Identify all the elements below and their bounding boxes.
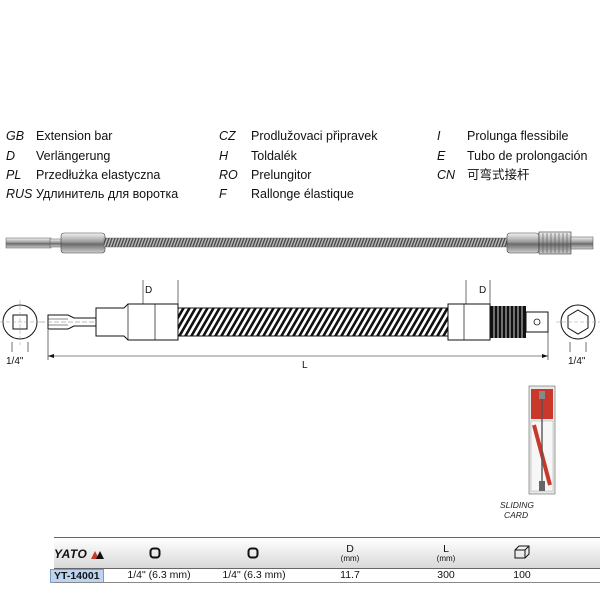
lang-text: 可弯式接杆	[467, 168, 530, 182]
header-l: L (mm)	[426, 543, 466, 563]
sliding-card-label-line1: SLIDING	[500, 500, 535, 510]
header-d-label: D	[346, 543, 354, 555]
lang-text: Tubo de prolongación	[467, 149, 588, 163]
yato-logo: YATO	[54, 547, 105, 561]
lang-code: CZ	[219, 129, 236, 143]
header-l-unit: (mm)	[436, 554, 456, 563]
lang-text: Rallonge élastique	[251, 187, 354, 201]
lang-text: Verlängerung	[36, 149, 111, 163]
lang-code: PL	[6, 168, 22, 182]
spec-table-header: YATO D (mm) L (mm)	[54, 537, 600, 569]
product-photo	[5, 231, 594, 255]
cell-qty: 100	[513, 569, 531, 581]
quarter-inch-left: 1/4"	[6, 356, 24, 367]
lang-code: E	[437, 149, 446, 163]
header-d-unit: (mm)	[340, 554, 360, 563]
sliding-card-label-line2: CARD	[504, 510, 529, 520]
drive-in-icon	[149, 547, 161, 559]
cell-d: 11.7	[340, 569, 360, 581]
technical-drawing: D D L 1/4" 1/4"	[0, 280, 600, 371]
lang-text: Toldalék	[251, 149, 297, 163]
dim-d-right: D	[479, 285, 486, 296]
right-end-view	[556, 304, 600, 352]
header-d: D (mm)	[330, 543, 370, 563]
yato-triangles-icon	[91, 551, 105, 559]
dim-l: L	[302, 360, 308, 371]
dim-d-left: D	[145, 285, 152, 296]
lang-text: Prolunga flessibile	[467, 129, 569, 143]
cell-drive-in: 1/4" (6.3 mm)	[127, 569, 191, 581]
cell-drive-out: 1/4" (6.3 mm)	[222, 569, 286, 581]
lang-text: Prelungitor	[251, 168, 312, 182]
lang-code: RO	[219, 168, 238, 182]
brand-name: YATO	[54, 547, 88, 561]
left-end-view	[0, 300, 42, 352]
lang-text: Удлинитель для воротка	[36, 187, 179, 201]
header-l-label: L	[443, 543, 449, 555]
cell-l: 300	[437, 569, 455, 581]
table-row-divider	[54, 582, 600, 583]
lang-code: H	[219, 149, 229, 163]
sliding-card-image	[528, 385, 556, 495]
lang-code: CN	[437, 168, 456, 182]
quarter-inch-right: 1/4"	[568, 356, 586, 367]
lang-code: GB	[6, 129, 25, 143]
package-box-icon	[514, 545, 530, 559]
spec-table: YATO D (mm) L (mm) YT-14001 1/4" (6.3 mm…	[50, 537, 600, 583]
lang-code: I	[437, 129, 441, 143]
lang-code: RUS	[6, 187, 33, 201]
lang-code: D	[6, 149, 16, 163]
lang-text: Przedłużka elastyczna	[36, 168, 161, 182]
lang-text: Prodlužovaci připravek	[251, 129, 378, 143]
sku-code: YT-14001	[50, 569, 104, 583]
lang-code: F	[219, 187, 227, 201]
lang-text: Extension bar	[36, 129, 113, 143]
drive-out-icon	[247, 547, 259, 559]
sliding-card-label: SLIDING CARD	[500, 500, 534, 520]
